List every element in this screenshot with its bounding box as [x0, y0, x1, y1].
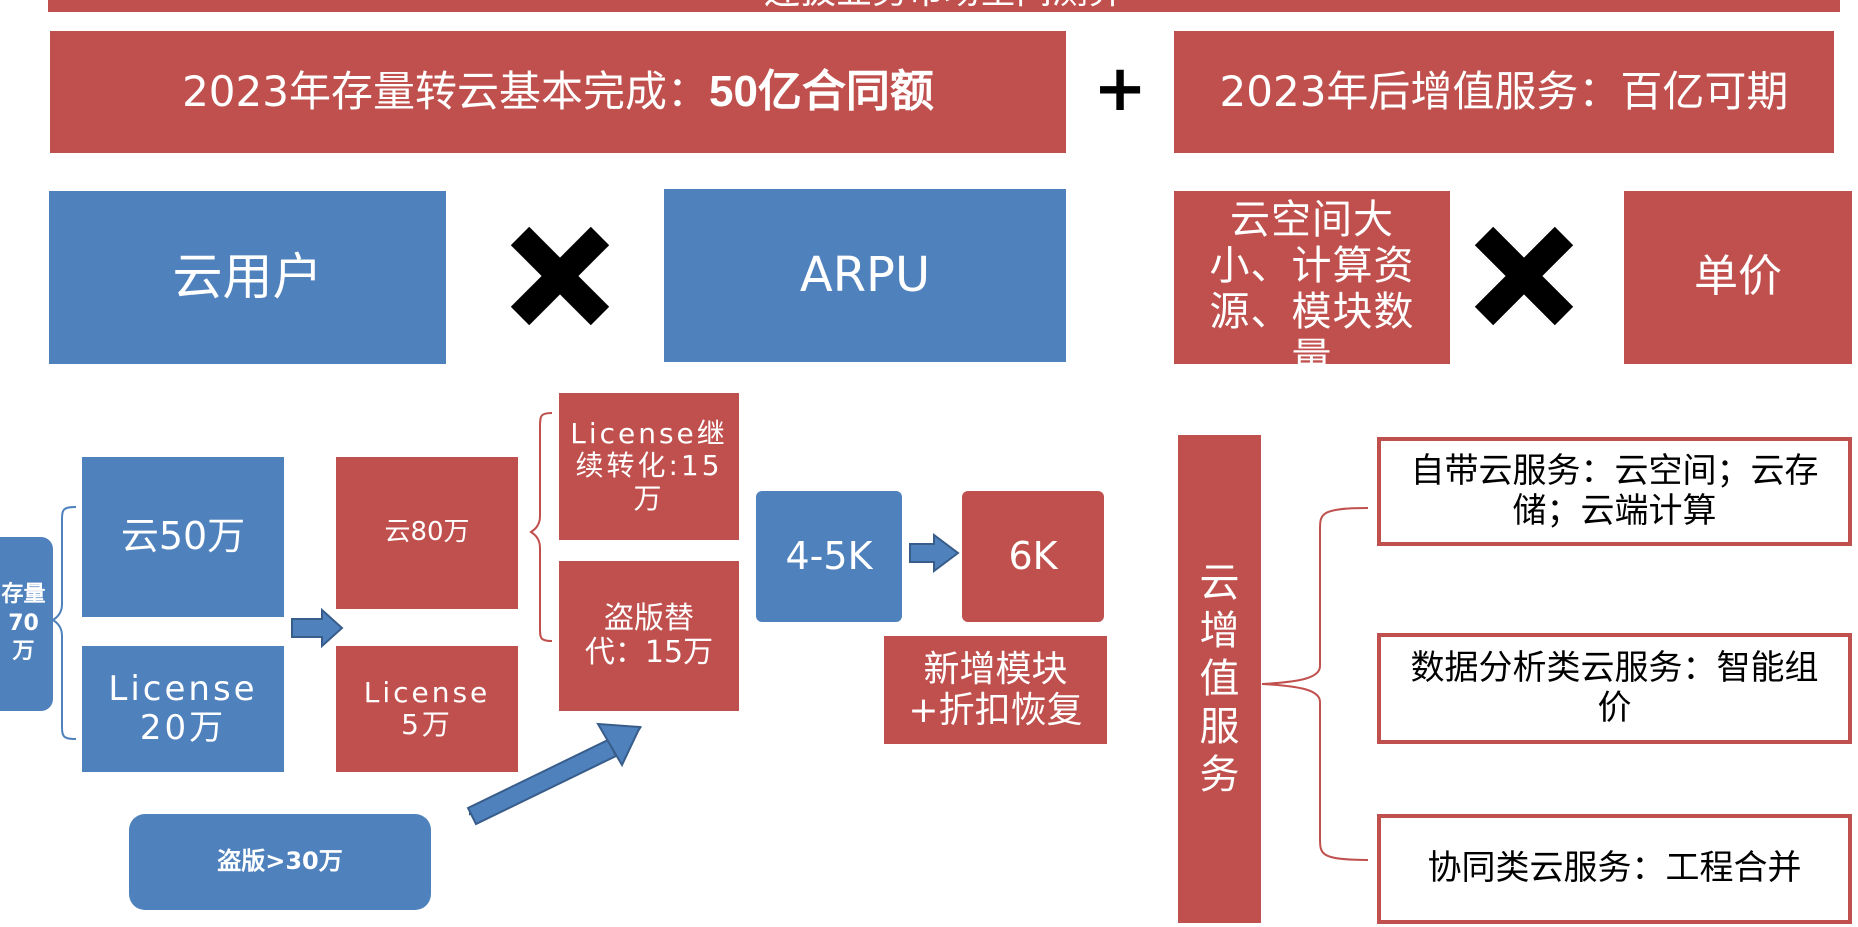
title-banner: 连拔业务市场空间测算 [48, 0, 1840, 12]
contract-amount: 50亿合同额 [708, 66, 934, 116]
resources-label: 云空间大小、计算资源、模块数量 [1209, 197, 1415, 364]
cloud-80-box: 云80万 [336, 457, 518, 609]
license-5-label: License 5万 [363, 675, 491, 741]
plus-sign: + [1080, 50, 1160, 130]
service-item-collab-label: 协同类云服务：工程合并 [1427, 848, 1802, 889]
cloud-50-label: 云50万 [120, 514, 246, 559]
unit-price-label: 单价 [1694, 251, 1782, 303]
stock-users-box: 存量70万 [0, 537, 53, 711]
piracy-label: 盗版>30万 [217, 847, 343, 876]
arpu-note-label: 新增模块+折扣恢复 [908, 648, 1083, 731]
unit-price-box: 单价 [1624, 191, 1852, 364]
value-added-banner: 2023年后增值服务：百亿可期 [1174, 31, 1834, 153]
piracy-replace-box: 盗版替代：15万 [559, 561, 739, 711]
piracy-replace-label: 盗版替代：15万 [584, 600, 714, 670]
value-added-label: 云增值服务 [1199, 560, 1240, 798]
arrow-right-icon [909, 533, 960, 573]
value-added-banner-text: 2023年后增值服务：百亿可期 [1219, 66, 1789, 116]
license-5-box: License 5万 [336, 646, 518, 772]
cloud-80-label: 云80万 [384, 517, 470, 548]
service-item-collab: 协同类云服务：工程合并 [1377, 814, 1852, 924]
arpu-box: ARPU [664, 189, 1066, 362]
service-item-builtin-label: 自带云服务：云空间；云存储；云端计算 [1410, 451, 1819, 531]
arpu-note-box: 新增模块+折扣恢复 [884, 636, 1107, 744]
piracy-box: 盗版>30万 [129, 814, 431, 910]
service-item-analytics: 数据分析类云服务：智能组价 [1377, 633, 1852, 744]
value-added-label-box: 云增值服务 [1178, 435, 1261, 923]
arrow-diagonal-shaft [466, 738, 618, 826]
license-convert-box: License继续转化:15万 [559, 393, 739, 540]
page-title: 连拔业务市场空间测算 [764, 0, 1124, 12]
bracket-cloud80-split [529, 412, 553, 642]
multiply-icon-right [1474, 226, 1574, 326]
arpu-current-box: 4-5K [756, 491, 902, 622]
service-item-builtin: 自带云服务：云空间；云存储；云端计算 [1377, 437, 1852, 546]
service-item-analytics-label: 数据分析类云服务：智能组价 [1410, 648, 1819, 728]
arrow-diagonal-head [596, 722, 642, 768]
cloud-users-label: 云用户 [172, 247, 323, 306]
resources-box: 云空间大小、计算资源、模块数量 [1174, 191, 1450, 364]
license-20-box: License 20万 [82, 646, 284, 772]
arpu-label: ARPU [799, 246, 931, 303]
arpu-target-box: 6K [962, 491, 1104, 622]
stock-to-cloud-banner: 2023年存量转云基本完成：50亿合同额 [50, 31, 1066, 153]
arrow-right-icon [291, 607, 344, 649]
license-20-label: License 20万 [108, 668, 258, 748]
arpu-current-label: 4-5K [785, 533, 873, 578]
cloud-users-box: 云用户 [49, 191, 446, 364]
license-convert-label: License继续转化:15万 [570, 417, 728, 515]
bracket-services-split [1261, 507, 1369, 861]
plus-icon: + [1093, 52, 1147, 127]
arpu-target-label: 6K [1008, 533, 1058, 578]
multiply-icon-left [510, 226, 610, 326]
cloud-50-box: 云50万 [82, 457, 284, 617]
stock-to-cloud-text: 2023年存量转云基本完成： [182, 66, 709, 116]
stock-users-label: 存量70万 [1, 582, 46, 665]
bracket-stock-split [51, 506, 77, 740]
